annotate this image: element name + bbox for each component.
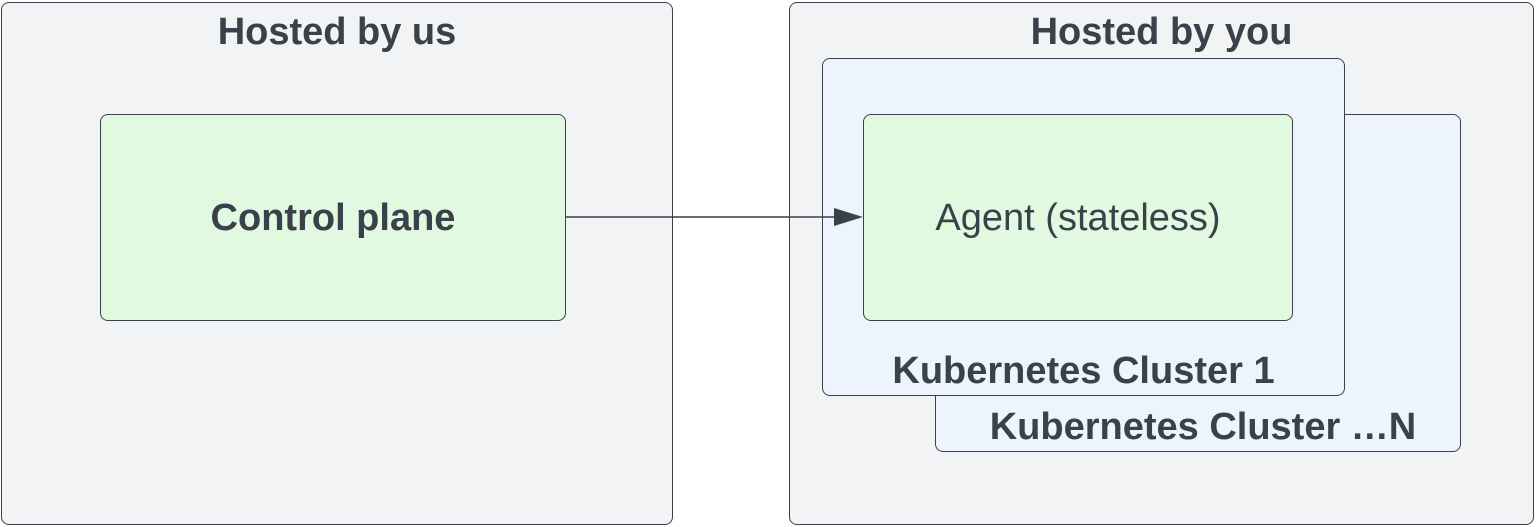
agent-label: Agent (stateless) bbox=[935, 196, 1221, 239]
kubernetes-cluster-1-label: Kubernetes Cluster 1 bbox=[892, 350, 1275, 392]
control-plane-node: Control plane bbox=[100, 114, 566, 321]
kubernetes-cluster-n-label: Kubernetes Cluster …N bbox=[989, 406, 1417, 448]
hosted-by-you-title: Hosted by you bbox=[1030, 11, 1293, 53]
control-plane-label: Control plane bbox=[210, 196, 456, 239]
agent-node: Agent (stateless) bbox=[863, 114, 1293, 321]
hosted-by-us-title: Hosted by us bbox=[217, 11, 457, 53]
